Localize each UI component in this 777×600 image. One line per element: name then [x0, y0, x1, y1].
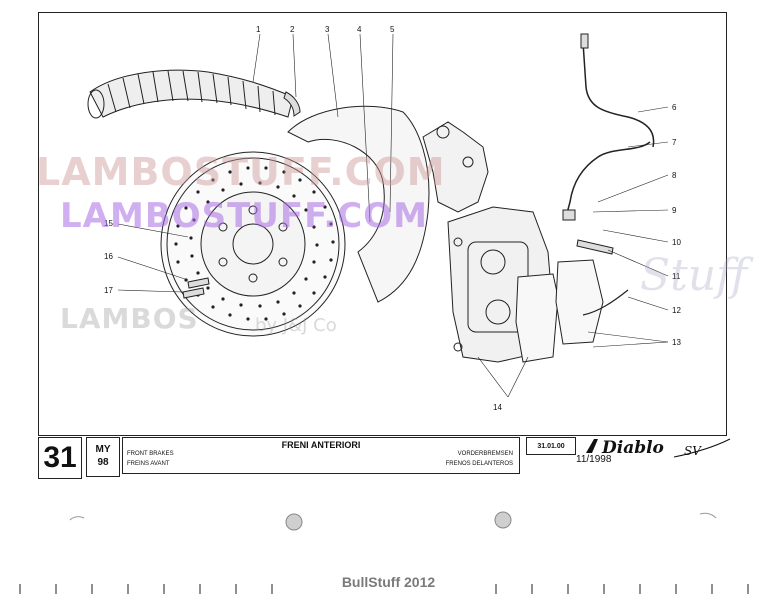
watermark-text: LAMBOSTUFF.COM	[36, 150, 446, 194]
footer-credit: BullStuff 2012	[341, 574, 436, 590]
disc-drill-holes	[174, 166, 335, 321]
hose-clamp	[283, 91, 301, 117]
table-code: 31.01.00	[526, 437, 576, 455]
title-box: FRENI ANTERIORI FRONT BRAKES FREINS AVAN…	[122, 437, 520, 474]
steering-knuckle	[422, 121, 489, 213]
diablo-sv-logo: Diablo SV	[586, 438, 731, 458]
callout-2: 2	[290, 25, 295, 34]
disc-screw	[187, 277, 210, 289]
model-year-label: MY	[95, 444, 111, 455]
callout-6: 6	[672, 103, 677, 112]
callout-13: 13	[672, 338, 681, 347]
svg-text:Diablo: Diablo	[601, 438, 664, 458]
title-german: VORDERBREMSEN	[457, 451, 513, 457]
callout-14: 14	[493, 403, 502, 412]
brake-pad-2	[555, 259, 604, 345]
brake-pipe	[565, 141, 651, 218]
brake-disc	[160, 151, 346, 337]
callout-7: 7	[672, 138, 677, 147]
caliper-bolt	[576, 239, 614, 255]
leader-lines	[117, 33, 669, 398]
title-spanish: FRENOS DELANTEROS	[445, 461, 513, 467]
wear-sensor	[582, 289, 629, 316]
model-year-value: 98	[97, 457, 109, 468]
watermark-text: LAMBOS	[60, 302, 199, 335]
disc-screw-2	[182, 287, 205, 299]
watermark-text: by J&J Co	[255, 315, 337, 336]
callout-15: 15	[104, 219, 113, 228]
title-block: 31 MY 98 FRENI ANTERIORI FRONT BRAKES FR…	[38, 437, 731, 479]
callout-1: 1	[256, 25, 261, 34]
callout-5: 5	[390, 25, 395, 34]
brake-pad	[515, 273, 559, 363]
brake-hose	[582, 41, 655, 148]
issue-date: 11/1998	[576, 454, 612, 465]
title-french: FREINS AVANT	[127, 461, 170, 467]
callout-labels: 1 2 3 4 5 6 7 8 9 10 11 12 13 14 15 16 1…	[104, 25, 681, 412]
model-year-box: MY 98	[86, 437, 120, 477]
callout-12: 12	[672, 306, 681, 315]
svg-text:SV: SV	[684, 444, 702, 458]
callout-17: 17	[104, 286, 113, 295]
callout-9: 9	[672, 206, 677, 215]
title-english: FRONT BRAKES	[127, 451, 174, 457]
callout-11: 11	[672, 272, 681, 281]
callout-8: 8	[672, 171, 677, 180]
table-number: 31	[38, 437, 82, 479]
binder-holes	[69, 511, 717, 531]
brake-duct-hose	[87, 69, 294, 119]
callout-4: 4	[357, 25, 362, 34]
scale-ticks	[19, 584, 749, 594]
callout-3: 3	[325, 25, 330, 34]
callout-16: 16	[104, 252, 113, 261]
title-italian: FRENI ANTERIORI	[281, 440, 361, 450]
brake-exploded-drawing: 1 2 3 4 5 6 7 8 9 10 11 12 13 14 15 16 1…	[87, 25, 681, 412]
dust-shield	[287, 105, 430, 303]
callout-10: 10	[672, 238, 681, 247]
watermark-script: Stuff	[640, 250, 748, 301]
drawing-frame	[38, 12, 727, 436]
watermark-text: LAMBOSTUFF.COM	[60, 196, 428, 236]
